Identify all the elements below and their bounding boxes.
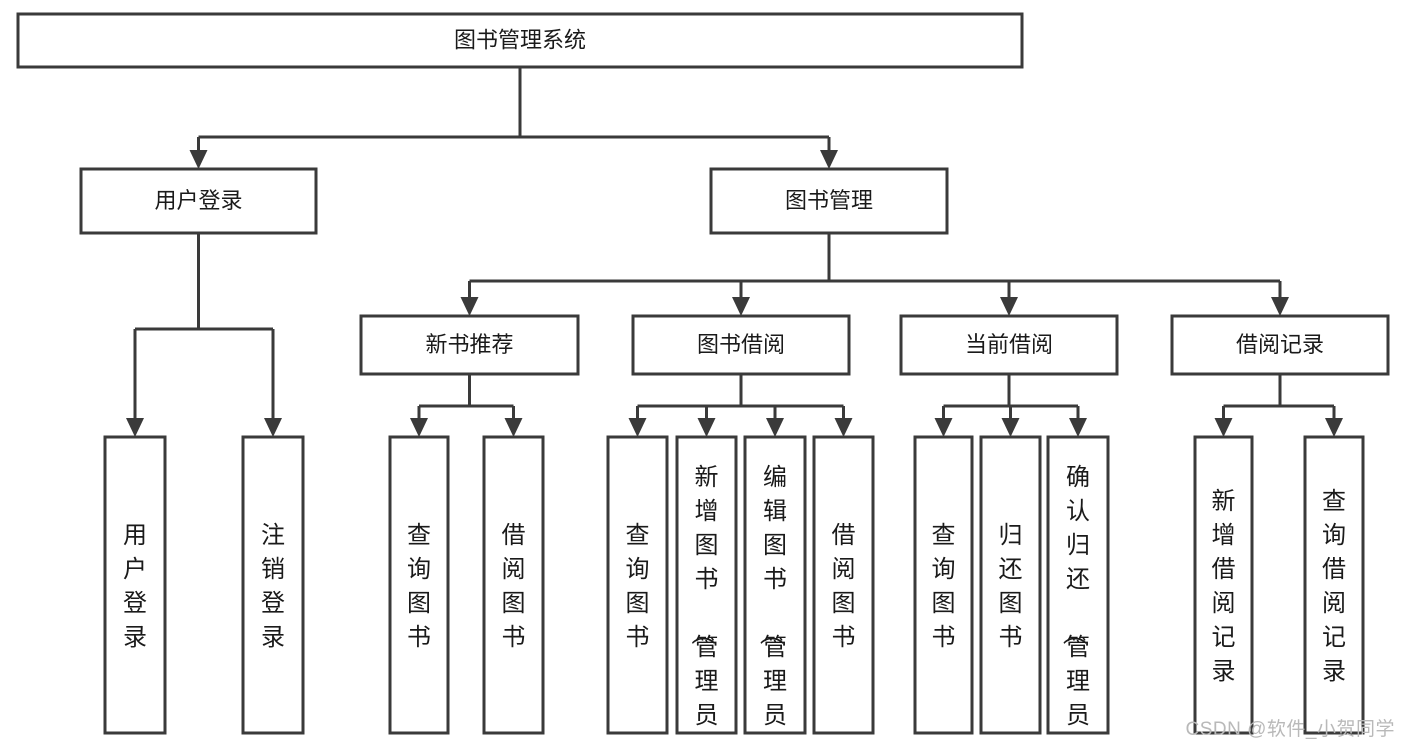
node-leaf-add-record-label: 新增借阅记录 — [1212, 488, 1236, 685]
arrow-head-icon-new-book-rec — [460, 297, 479, 316]
node-borrow-record[interactable]: 借阅记录 — [1170, 314, 1390, 376]
node-user-login-label: 用户登录 — [154, 188, 242, 213]
node-leaf-edit-book[interactable]: 编辑图书（管理员） — [743, 435, 807, 747]
node-leaf-add-record-box[interactable] — [1193, 435, 1254, 735]
nodes-layer: 图书管理系统用户登录图书管理新书推荐图书借阅当前借阅借阅记录用户登录注销登录查询… — [16, 12, 1390, 747]
arrow-head-icon-leaf-add-record — [1214, 418, 1233, 437]
node-book-manage-box[interactable] — [709, 167, 949, 235]
arrow-head-icon-leaf-query-record — [1325, 418, 1343, 437]
node-user-login[interactable]: 用户登录 — [79, 167, 318, 235]
node-leaf-query-record-box[interactable] — [1303, 435, 1365, 735]
arrow-head-icon-leaf-query-book-2 — [628, 418, 647, 437]
node-leaf-query-record[interactable]: 查询借阅记录 — [1303, 435, 1365, 735]
node-leaf-add-book[interactable]: 新增图书（管理员） — [675, 435, 738, 747]
node-leaf-user-login[interactable]: 用户登录 — [103, 435, 167, 735]
arrow-head-icon-leaf-borrow-book-2 — [834, 418, 853, 437]
node-leaf-user-login-box[interactable] — [103, 435, 167, 735]
node-leaf-borrow-book-2-label: 借阅图书 — [832, 522, 856, 651]
arrow-head-icon-leaf-query-book-1 — [410, 418, 428, 437]
node-leaf-return-book-label: 归还图书 — [999, 522, 1023, 651]
node-leaf-query-book-2-label: 查询图书 — [626, 522, 650, 651]
node-root-图书管理系统[interactable]: 图书管理系统 — [16, 12, 1024, 69]
node-leaf-borrow-book-1-box[interactable] — [482, 435, 545, 735]
arrow-head-icon-leaf-confirm-return — [1069, 418, 1087, 437]
node-book-borrow[interactable]: 图书借阅 — [631, 314, 851, 376]
node-leaf-user-logout-box[interactable] — [241, 435, 305, 735]
csdn-watermark: CSDN @软件_小贺同学 — [1185, 719, 1395, 740]
node-leaf-query-book-3-box[interactable] — [913, 435, 974, 735]
node-leaf-confirm-return[interactable]: 确认归还（管理员） — [1046, 435, 1110, 747]
arrow-head-icon-leaf-add-book — [697, 418, 716, 437]
node-root-图书管理系统-label: 图书管理系统 — [454, 27, 586, 52]
node-root-图书管理系统-box[interactable] — [16, 12, 1024, 69]
node-leaf-confirm-return-label: 确认归还（管理员） — [1060, 464, 1090, 747]
node-leaf-user-logout[interactable]: 注销登录 — [241, 435, 305, 735]
node-leaf-query-book-2[interactable]: 查询图书 — [606, 435, 669, 735]
node-leaf-add-record[interactable]: 新增借阅记录 — [1193, 435, 1254, 735]
node-leaf-add-book-label: 新增图书（管理员） — [689, 464, 719, 747]
node-leaf-borrow-book-1-label: 借阅图书 — [502, 522, 526, 651]
node-leaf-user-logout-label: 注销登录 — [261, 522, 285, 651]
node-leaf-query-record-label: 查询借阅记录 — [1322, 488, 1346, 685]
arrow-head-icon-book-borrow — [732, 297, 750, 316]
node-leaf-query-book-3[interactable]: 查询图书 — [913, 435, 974, 735]
node-book-manage[interactable]: 图书管理 — [709, 167, 949, 235]
node-book-borrow-box[interactable] — [631, 314, 851, 376]
node-leaf-add-book-box[interactable] — [675, 435, 738, 735]
node-current-borrow[interactable]: 当前借阅 — [899, 314, 1119, 376]
node-user-login-box[interactable] — [79, 167, 318, 235]
node-leaf-confirm-return-box[interactable] — [1046, 435, 1110, 735]
node-leaf-query-book-1[interactable]: 查询图书 — [388, 435, 450, 735]
node-new-book-rec[interactable]: 新书推荐 — [359, 314, 580, 376]
node-borrow-record-label: 借阅记录 — [1236, 332, 1324, 357]
node-current-borrow-label: 当前借阅 — [965, 332, 1053, 357]
node-leaf-query-book-1-box[interactable] — [388, 435, 450, 735]
arrow-head-icon-leaf-query-book-3 — [934, 418, 953, 437]
node-borrow-record-box[interactable] — [1170, 314, 1390, 376]
node-new-book-rec-box[interactable] — [359, 314, 580, 376]
arrow-head-icon-leaf-return-book — [1001, 418, 1020, 437]
arrow-head-icon-book-manage — [820, 150, 838, 169]
node-book-borrow-label: 图书借阅 — [697, 332, 785, 357]
node-leaf-query-book-3-label: 查询图书 — [932, 522, 956, 651]
arrow-head-icon-user-login — [189, 150, 208, 169]
arrow-head-icon-current-borrow — [1000, 297, 1018, 316]
node-leaf-edit-book-label: 编辑图书（管理员） — [757, 464, 787, 747]
node-leaf-query-book-1-label: 查询图书 — [407, 522, 431, 651]
arrow-head-icon-leaf-user-logout — [264, 418, 282, 437]
node-leaf-query-book-2-box[interactable] — [606, 435, 669, 735]
node-leaf-borrow-book-2[interactable]: 借阅图书 — [812, 435, 875, 735]
arrow-head-icon-leaf-borrow-book-1 — [504, 418, 523, 437]
arrow-head-icon-leaf-edit-book — [766, 418, 784, 437]
arrow-head-icon-borrow-record — [1271, 297, 1289, 316]
node-leaf-edit-book-box[interactable] — [743, 435, 807, 735]
connectors-layer — [126, 67, 1343, 437]
node-new-book-rec-label: 新书推荐 — [425, 332, 513, 357]
node-leaf-user-login-label: 用户登录 — [123, 522, 147, 651]
node-leaf-borrow-book-2-box[interactable] — [812, 435, 875, 735]
node-leaf-return-book-box[interactable] — [979, 435, 1042, 735]
node-current-borrow-box[interactable] — [899, 314, 1119, 376]
node-leaf-borrow-book-1[interactable]: 借阅图书 — [482, 435, 545, 735]
node-leaf-return-book[interactable]: 归还图书 — [979, 435, 1042, 735]
arrow-head-icon-leaf-user-login — [126, 418, 144, 437]
node-book-manage-label: 图书管理 — [785, 188, 873, 213]
